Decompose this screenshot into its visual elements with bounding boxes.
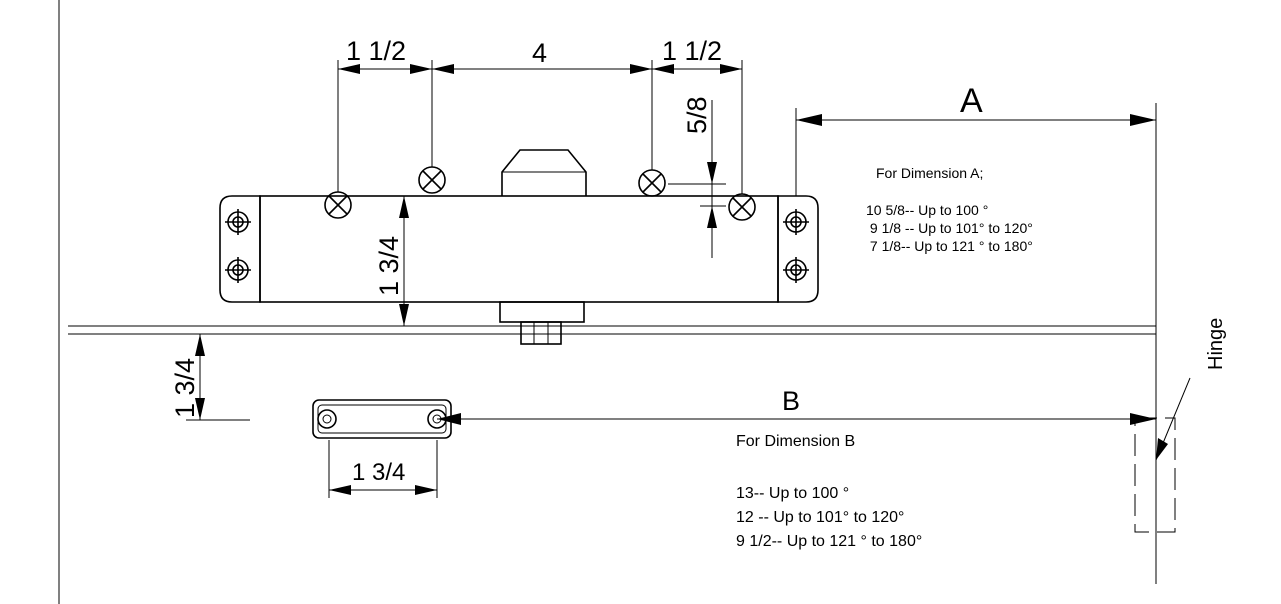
dim-b-lines <box>437 413 1156 425</box>
dim-a-lines <box>795 108 1156 196</box>
dim-door-to-bracket-label: 1 3/4 <box>170 358 200 418</box>
note-b-line: 9 1/2-- Up to 121 ° to 180° <box>736 533 922 550</box>
dim-b-label: B <box>782 386 800 416</box>
dim-5-8-label: 5/8 <box>682 96 712 134</box>
door-closer-body <box>219 149 819 345</box>
note-a-line: 9 1/8 -- Up to 101° to 120° <box>866 220 1033 236</box>
note-b-line: 12 -- Up to 101° to 120° <box>736 509 904 526</box>
hinge-outline <box>1134 377 1191 533</box>
dim-body-height-lines <box>399 196 409 326</box>
dim-bracket-width-label: 1 3/4 <box>352 459 405 486</box>
dim-top-left-label: 1 1/2 <box>346 36 406 66</box>
dim-a-label: A <box>960 82 983 120</box>
dim-body-height-label: 1 3/4 <box>374 236 404 296</box>
dim-5-8-lines <box>668 100 726 258</box>
top-dimension-lines <box>337 60 743 194</box>
note-a-line: 10 5/8-- Up to 100 ° <box>866 202 988 218</box>
hinge-label: Hinge <box>1205 318 1227 370</box>
dim-top-right-label: 1 1/2 <box>662 36 722 66</box>
mounting-hole-icons <box>324 166 756 221</box>
note-a-title: For Dimension A; <box>876 165 983 181</box>
dim-bracket-width-lines <box>328 440 438 498</box>
door-edge <box>68 325 1156 335</box>
note-b-title: For Dimension B <box>736 433 855 450</box>
note-b: For Dimension B 13-- Up to 100 ° 12 -- U… <box>736 433 922 550</box>
note-a: For Dimension A; 10 5/8-- Up to 100 ° 9 … <box>866 165 1033 254</box>
note-b-line: 13-- Up to 100 ° <box>736 485 849 502</box>
dim-top-middle-label: 4 <box>532 38 547 68</box>
note-a-line: 7 1/8-- Up to 121 ° to 180° <box>866 238 1033 254</box>
bracket <box>312 399 452 439</box>
dim-door-to-bracket-lines <box>186 334 250 421</box>
end-cap-screw-icons <box>225 209 809 283</box>
